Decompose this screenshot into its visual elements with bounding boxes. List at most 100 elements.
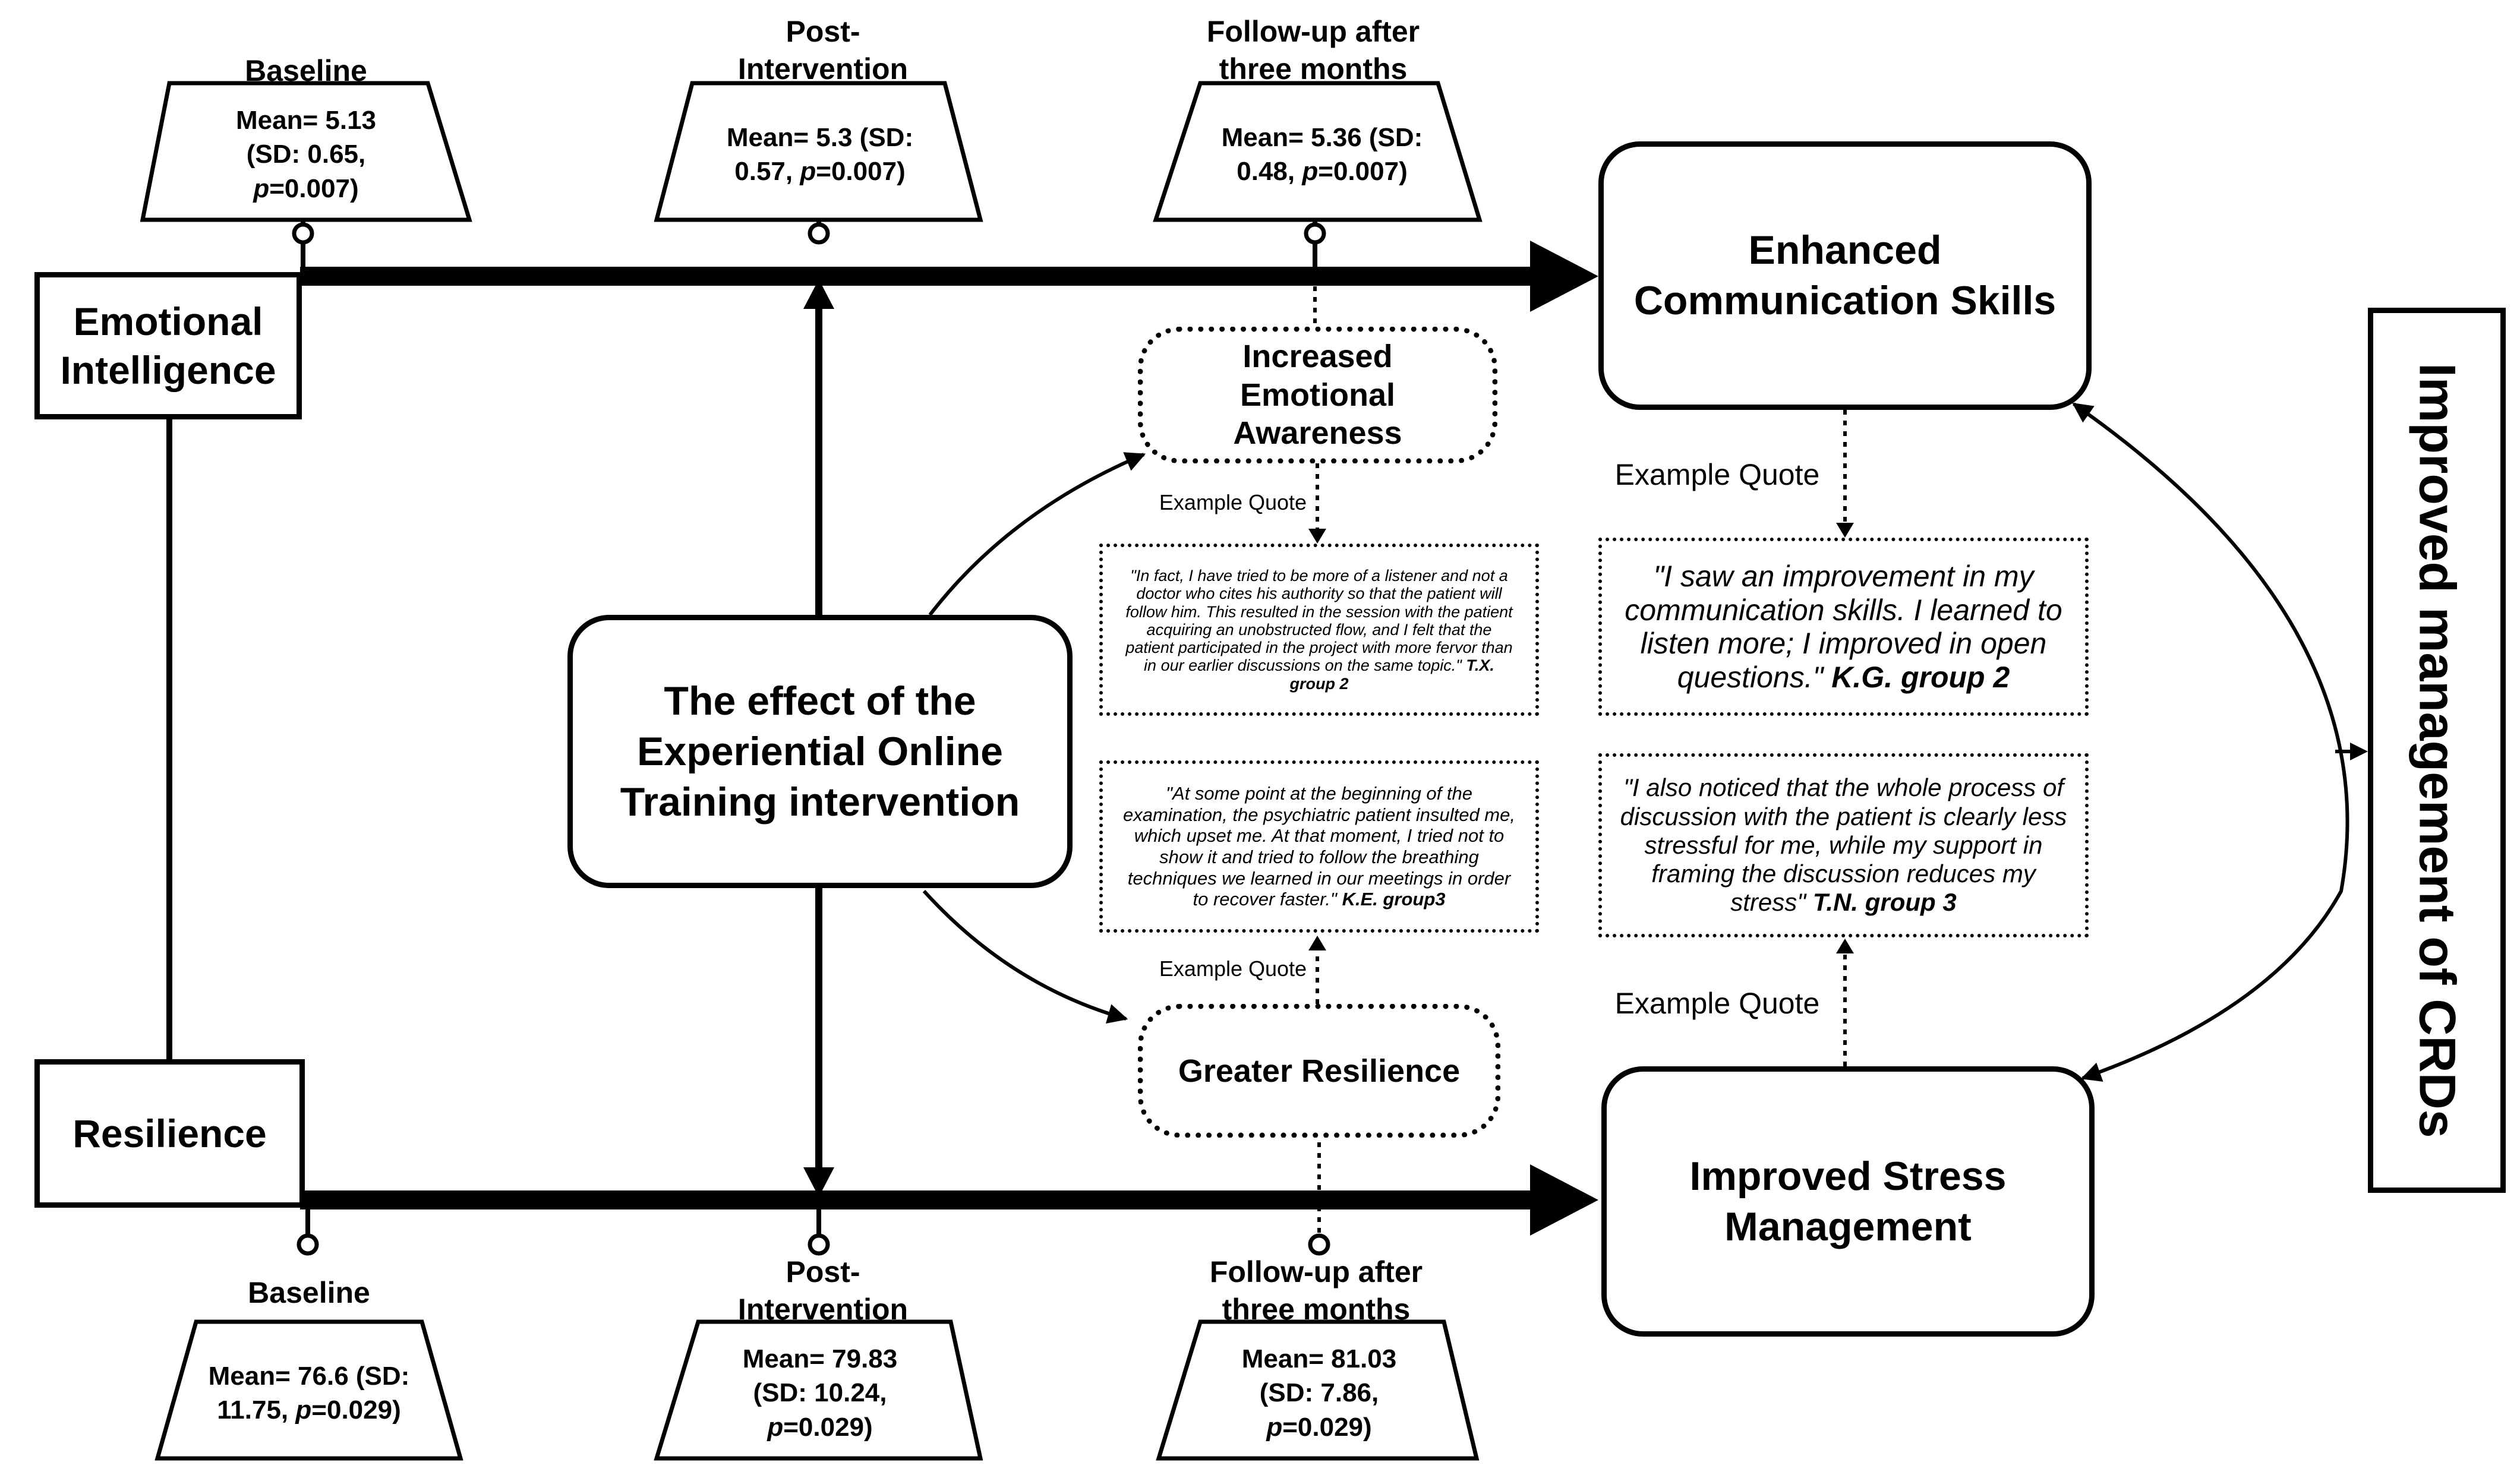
- ei-post-sd-p-row: 0.57, p=0.007): [734, 154, 905, 188]
- ei-post-p-symbol: p: [800, 157, 816, 186]
- ei-post-stats: Mean= 5.3 (SD: 0.57, p=0.007): [695, 98, 945, 211]
- resilience-label: Resilience: [72, 1111, 267, 1155]
- ei-followup-p-symbol: p: [1302, 157, 1319, 186]
- awareness-example-quote-label: Example Quote: [1159, 490, 1307, 514]
- communication-skills-label: Enhanced Communication Skills: [1633, 228, 2057, 323]
- ei-main-arrowhead: [1530, 241, 1598, 312]
- ei-baseline-stats: Mean= 5.13 (SD: 0.65, p=0.007): [178, 98, 434, 211]
- res-followup-p-row: p=0.029): [1266, 1410, 1371, 1444]
- ei-followup-dot: [1304, 222, 1326, 245]
- ei-baseline-mean: Mean= 5.13: [235, 106, 377, 135]
- ei-baseline-trapezoid: [140, 81, 472, 222]
- ei-post-p-value: =0.007): [816, 157, 906, 186]
- res-baseline-p-symbol: p: [295, 1395, 312, 1425]
- stress-quote-arrowhead: [1836, 939, 1854, 953]
- res-baseline-sd-p-row: 11.75, p=0.029): [217, 1393, 401, 1427]
- intervention-label: The effect of the Experiential Online Tr…: [620, 678, 1020, 825]
- intervention-box: The effect of the Experiential Online Tr…: [567, 615, 1073, 888]
- quote-tn-text-block: "I also noticed that the whole process o…: [1620, 773, 2067, 917]
- ei-followup-sd-p-row: 0.48, p=0.007): [1237, 154, 1407, 188]
- quote-tx-text-block: "In fact, I have tried to be more of a l…: [1124, 567, 1514, 693]
- resilience-example-quote-label: Example Quote: [1159, 956, 1307, 981]
- ei-baseline-sd: (SD: 0.65,: [246, 140, 366, 169]
- res-post-p-value: =0.029): [783, 1412, 873, 1442]
- res-post-trapezoid: [654, 1319, 983, 1461]
- quote-ke-text-block: "At some point at the beginning of the e…: [1121, 783, 1518, 910]
- res-post-p-symbol: p: [767, 1412, 784, 1442]
- to-crds-arrowhead: [2350, 743, 2368, 760]
- quote-kg-text-block: "I saw an improvement in my communicatio…: [1622, 560, 2065, 694]
- res-baseline-sd: 11.75,: [217, 1395, 289, 1425]
- quote-kg-text: "I saw an improvement in my communicatio…: [1625, 560, 2062, 694]
- ei-post-trapezoid: [654, 81, 983, 222]
- communication-skills-box: Enhanced Communication Skills: [1598, 141, 2092, 410]
- res-followup-mean: Mean= 81.03: [1241, 1344, 1397, 1374]
- res-followup-stats: Mean= 81.03 (SD: 7.86, p=0.029): [1188, 1337, 1450, 1449]
- res-post-p-row: p=0.029): [767, 1410, 872, 1444]
- emotional-awareness-box: Increased Emotional Awareness: [1138, 327, 1497, 463]
- res-post-mean: Mean= 79.83: [742, 1344, 898, 1374]
- res-followup-trapezoid: [1156, 1319, 1480, 1461]
- res-followup-sd: (SD: 7.86,: [1259, 1378, 1379, 1408]
- center-to-resilience-curve: [922, 889, 1128, 1024]
- res-post-stats: Mean= 79.83 (SD: 10.24, p=0.029): [689, 1337, 951, 1449]
- ei-post-sd: 0.57,: [734, 157, 793, 186]
- quote-kg-author: K.G. group 2: [1831, 660, 2010, 694]
- emotional-awareness-label: Increased Emotional Awareness: [1233, 338, 1402, 451]
- stress-example-quote-label: Example Quote: [1614, 987, 1820, 1020]
- ei-followup-sd: 0.48,: [1237, 157, 1295, 186]
- res-baseline-trapezoid: [154, 1319, 463, 1461]
- res-baseline-stats: Mean= 76.6 (SD: 11.75, p=0.029): [178, 1337, 440, 1449]
- ei-baseline-time-label: Baseline: [245, 54, 367, 87]
- quote-ke-box: "At some point at the beginning of the e…: [1099, 760, 1539, 933]
- center-down-arrowhead: [803, 1167, 834, 1197]
- res-post-sd: (SD: 10.24,: [753, 1378, 887, 1408]
- ei-baseline-p-symbol: p: [253, 173, 270, 203]
- res-followup-dot: [1308, 1233, 1330, 1256]
- ei-post-mean: Mean= 5.3 (SD:: [726, 122, 914, 152]
- resilience-box: Resilience: [34, 1059, 305, 1208]
- quote-tn-author: T.N. group 3: [1812, 888, 1957, 917]
- res-baseline-mean: Mean= 76.6 (SD:: [208, 1361, 410, 1391]
- res-followup-time-label: Follow-up after three months: [1209, 1255, 1423, 1326]
- crds-label: Improved management of CRDs: [2408, 362, 2466, 1138]
- res-baseline-p-value: =0.029): [311, 1395, 401, 1425]
- quote-tn-text: "I also noticed that the whole process o…: [1620, 773, 2067, 917]
- emotional-intelligence-label: Emotional Intelligence: [60, 299, 276, 393]
- res-post-dot: [808, 1233, 830, 1256]
- stress-management-label: Improved Stress Management: [1689, 1153, 2007, 1249]
- res-followup-p-symbol: p: [1266, 1412, 1283, 1442]
- ei-followup-p-value: =0.007): [1318, 157, 1408, 186]
- awareness-quote-arrowhead: [1308, 529, 1326, 544]
- emotional-intelligence-box: Emotional Intelligence: [34, 272, 302, 419]
- quote-ke-text: "At some point at the beginning of the e…: [1123, 783, 1515, 910]
- crds-box: Improved management of CRDs: [2368, 308, 2506, 1193]
- outcomes-linking-curve: [2072, 402, 2349, 1082]
- ei-post-dot: [808, 222, 830, 245]
- stress-management-box: Improved Stress Management: [1601, 1066, 2095, 1337]
- ei-followup-trapezoid: [1153, 81, 1483, 222]
- ei-followup-mean: Mean= 5.36 (SD:: [1221, 122, 1423, 152]
- ei-post-time-label: Post-Intervention: [737, 15, 909, 86]
- res-followup-p-value: =0.029): [1282, 1412, 1372, 1442]
- greater-resilience-label: Greater Resilience: [1178, 1053, 1461, 1089]
- quote-kg-box: "I saw an improvement in my communicatio…: [1598, 538, 2089, 716]
- comm-quote-arrowhead: [1836, 523, 1854, 538]
- greater-resilience-box: Greater Resilience: [1138, 1004, 1500, 1138]
- res-baseline-dot: [297, 1233, 319, 1256]
- quote-tx-author: T.X. group 2: [1289, 656, 1494, 693]
- res-baseline-time-label: Baseline: [248, 1276, 370, 1309]
- ei-baseline-p-row: p=0.007): [253, 172, 358, 206]
- quote-tx-box: "In fact, I have tried to be more of a l…: [1099, 544, 1539, 716]
- center-to-awareness-curve: [928, 452, 1146, 616]
- ei-baseline-dot: [292, 222, 314, 245]
- res-post-time-label: Post-Intervention: [737, 1255, 909, 1326]
- ei-followup-stats: Mean= 5.36 (SD: 0.48, p=0.007): [1194, 98, 1450, 211]
- ei-followup-time-label: Follow-up after three months: [1206, 15, 1420, 86]
- resilience-quote-arrowhead: [1308, 936, 1326, 950]
- quote-tx-text: "In fact, I have tried to be more of a l…: [1125, 567, 1513, 675]
- center-up-arrowhead: [803, 279, 834, 309]
- ei-baseline-p-value: =0.007): [269, 173, 359, 203]
